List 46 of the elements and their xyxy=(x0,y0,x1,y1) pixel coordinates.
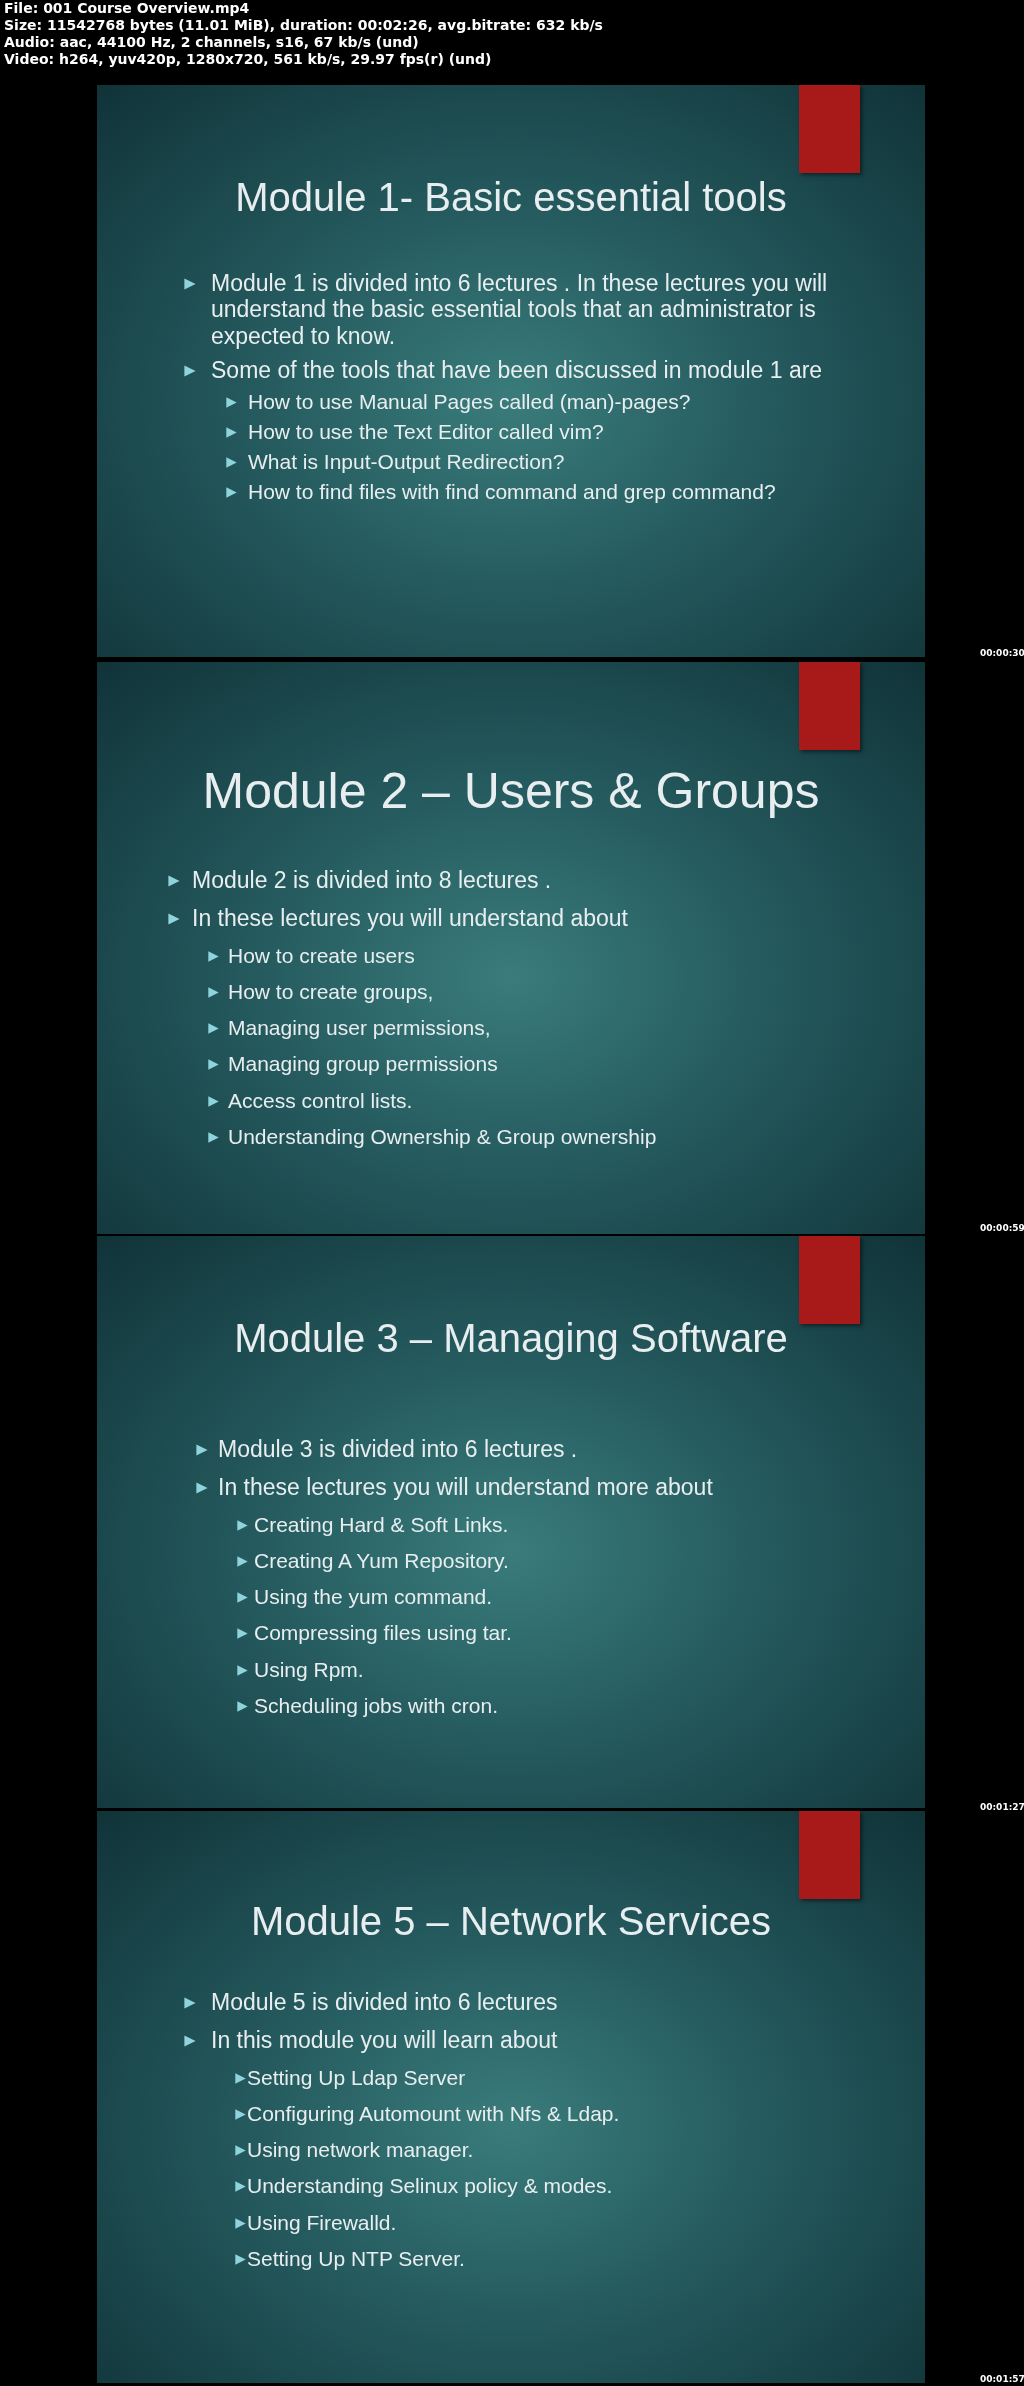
bullet-text: How to use the Text Editor called vim? xyxy=(248,419,604,445)
slide-panel xyxy=(97,1811,925,2383)
slide-title: Module 5 – Network Services xyxy=(249,1899,773,1944)
bullet-text: What is Input-Output Redirection? xyxy=(248,450,565,475)
bullet-text: Setting Up NTP Server. xyxy=(247,2246,465,2271)
slide-panel xyxy=(97,662,925,1234)
bullet-text: In these lectures you will understand about xyxy=(192,905,628,932)
bullet-text: How to find files with find command and grep command? xyxy=(248,480,776,505)
bullet-text: Understanding Selinux policy & modes. xyxy=(247,2174,613,2199)
file-info-line: Audio: aac, 44100 Hz, 2 channels, s16, 67 kb/s (und) xyxy=(4,34,419,51)
timestamp: 00:01:27 xyxy=(980,1802,1024,1812)
bullet-text: Setting Up Ldap Server xyxy=(247,2065,466,2091)
bullet-text: In these lectures you will understand more about xyxy=(218,1474,713,1501)
bullet-text: Module 5 is divided into 6 lectures xyxy=(211,1989,558,2016)
bullet-text: Managing group permissions xyxy=(228,1052,498,1077)
slide-panel xyxy=(97,85,925,657)
bullet-text: Using Rpm. xyxy=(254,1657,364,1682)
bullet-text: Access control lists. xyxy=(228,1088,413,1113)
slide-panel xyxy=(97,1236,925,1808)
bullet-text: How to create groups, xyxy=(228,980,434,1005)
timestamp: 00:00:59 xyxy=(980,1223,1024,1233)
timestamp: 00:01:57 xyxy=(980,2374,1024,2384)
bullet-text: Understanding Ownership & Group ownership xyxy=(228,1124,657,1149)
bullet-text: In this module you will learn about xyxy=(211,2027,558,2054)
file-info-line: Size: 11542768 bytes (11.01 MiB), duration: 00:02:26, avg.bitrate: 632 kb/s xyxy=(4,17,603,34)
bullet-text: Configuring Automount with Nfs & Ldap. xyxy=(247,2102,620,2127)
bullet-text: Some of the tools that have been discussed in module 1 are xyxy=(211,357,823,384)
bullet-text: Managing user permissions, xyxy=(228,1016,491,1041)
file-info-line: Video: h264, yuv420p, 1280x720, 561 kb/s, 29.97 fps(r) (und) xyxy=(4,51,492,68)
bullet-text: Scheduling jobs with cron. xyxy=(254,1693,498,1718)
bullet-text: Module 2 is divided into 8 lectures . xyxy=(192,867,552,894)
bullet-text: Module 3 is divided into 6 lectures . xyxy=(218,1436,578,1463)
timestamp: 00:00:30 xyxy=(980,648,1024,658)
bullet-text: Creating Hard & Soft Links. xyxy=(254,1512,509,1538)
bullet-text: How to use Manual Pages called (man)-pages? xyxy=(248,389,691,414)
bullet-text: Creating A Yum Repository. xyxy=(254,1549,509,1574)
bullet-text: Using the yum command. xyxy=(254,1585,493,1610)
slide-title: Module 2 – Users & Groups xyxy=(201,762,821,820)
bullet-text: Compressing files using tar. xyxy=(254,1621,512,1646)
file-info-line: File: 001 Course Overview.mp4 xyxy=(4,0,250,17)
bullet-text: Using Firewalld. xyxy=(247,2210,397,2235)
bullet-text: Module 1 is divided into 6 lectures . In these lectures you will understand the basic essential tools that an administrator is expected to know. xyxy=(211,270,829,350)
slide-title: Module 3 – Managing Software xyxy=(233,1316,789,1361)
bullet-text: Using network manager. xyxy=(247,2138,474,2163)
slide-title: Module 1- Basic essential tools xyxy=(234,175,788,220)
bullet-text: How to create users xyxy=(228,943,415,969)
